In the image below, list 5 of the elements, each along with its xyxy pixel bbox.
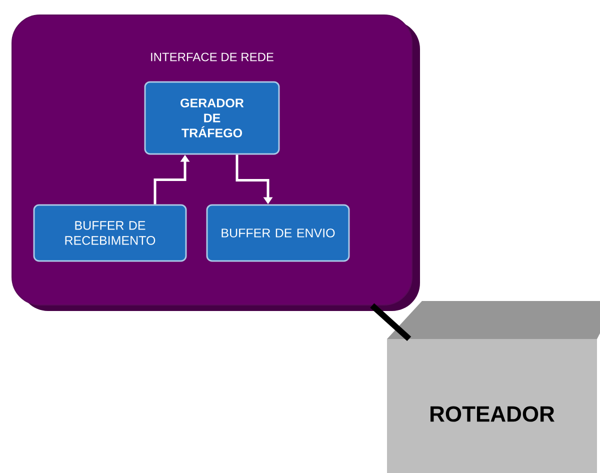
buffer-box: BUFFER DE ENVIO	[206, 204, 350, 262]
router-cube: ROTEADOR	[387, 301, 600, 473]
connector-line	[370, 303, 412, 342]
process-box: GERADOR DE TRÁFEGO	[144, 81, 280, 155]
buffer-box: BUFFER DE RECEBIMENTO	[33, 204, 187, 262]
